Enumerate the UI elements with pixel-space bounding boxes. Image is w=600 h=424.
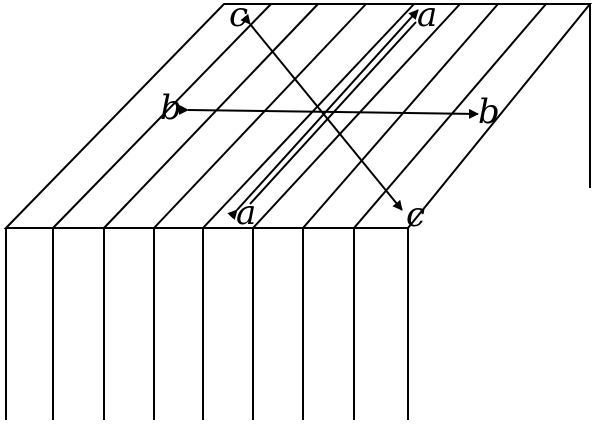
label-c-bottom: c <box>406 195 425 235</box>
top-fiber-line <box>252 3 461 229</box>
label-a-top: a <box>417 0 437 35</box>
label-a-bottom: a <box>236 193 256 233</box>
arrow-c-line <box>240 13 403 211</box>
label-c-top: c <box>229 0 248 35</box>
label-b-left: b <box>160 88 182 128</box>
top-face-outline <box>3 3 593 229</box>
direction-arrows <box>178 9 479 221</box>
top-fiber-line <box>103 3 319 229</box>
top-face <box>3 3 593 229</box>
label-b-right: b <box>478 92 500 132</box>
front-face <box>5 228 409 420</box>
